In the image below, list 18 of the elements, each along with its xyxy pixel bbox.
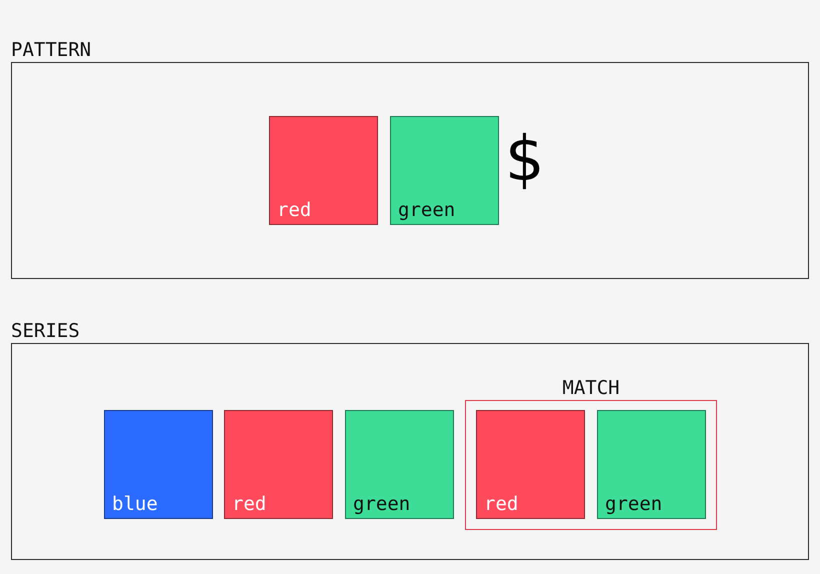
square-label: red [232,494,266,514]
group-title: PATTERN [11,40,92,60]
group-title: SERIES [11,321,80,341]
color-square [597,410,706,519]
color-square [345,410,454,519]
color-square [269,116,378,225]
color-square [104,410,213,519]
square-label: green [353,494,410,514]
square-label: green [398,200,456,220]
color-square [224,410,333,519]
color-square [390,116,499,225]
square-label: red [484,494,518,514]
square-label: blue [112,494,158,514]
square-label: green [605,494,662,514]
symbol-label: $ [505,128,544,190]
color-square [476,410,585,519]
square-label: red [277,200,312,220]
group-title: MATCH [562,378,620,398]
